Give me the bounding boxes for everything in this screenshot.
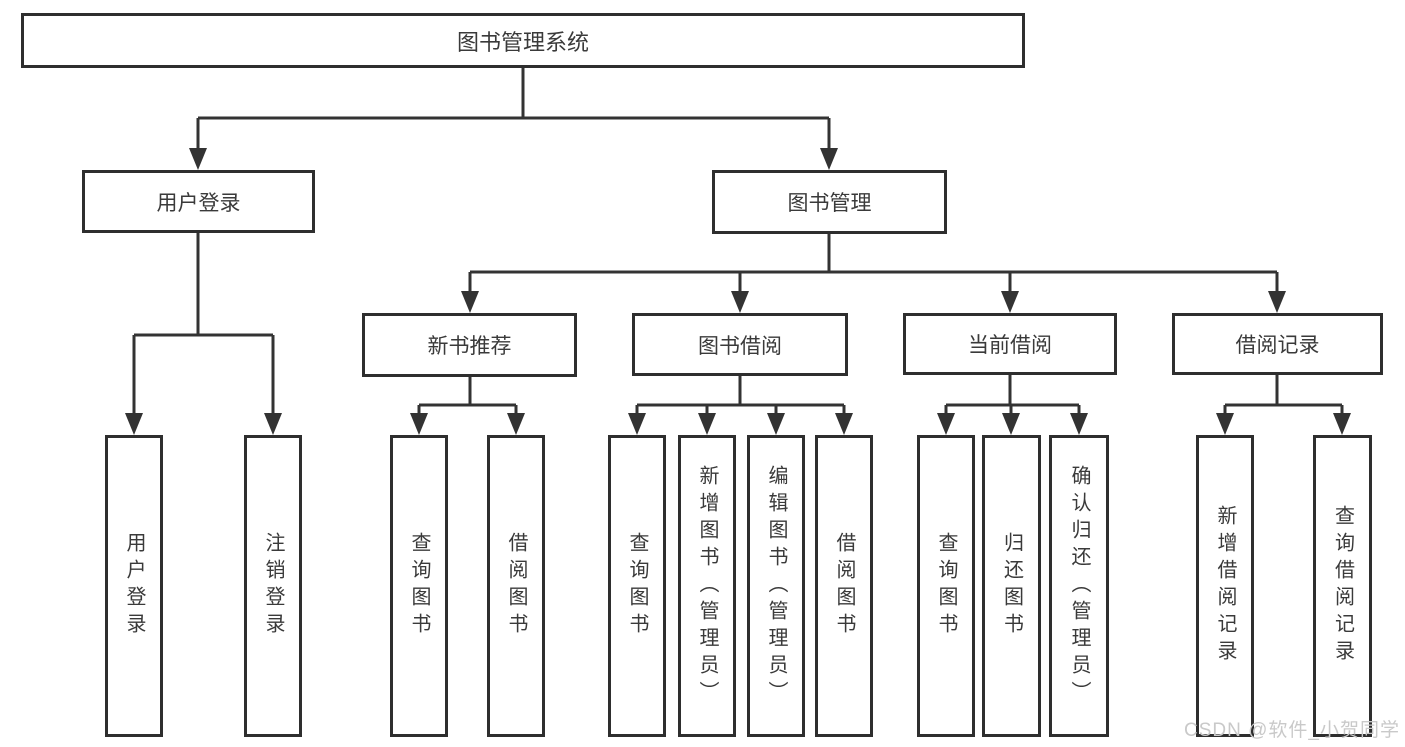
arrow-down-icon [731, 291, 749, 313]
node-query-books-recommend: 查询图书 [390, 435, 448, 737]
arrow-down-icon [1002, 413, 1020, 435]
node-return-books: 归还图书 [982, 435, 1041, 737]
node-new-book-recommend: 新书推荐 [362, 313, 577, 377]
node-return-books-label: 归还图书 [1000, 532, 1023, 640]
csdn-watermark: CSDN @软件_小贺同学 [1184, 720, 1400, 741]
connector-root-to-level2 [196, 68, 831, 150]
node-query-books-recommend-label: 查询图书 [408, 532, 430, 640]
node-root-system-label: 图书管理系统 [456, 29, 589, 55]
node-confirm-return-admin-label: 确认归还（管理员） [1068, 464, 1090, 708]
node-user-login-label: 用户登录 [156, 191, 241, 215]
node-user-login-action-label: 用户登录 [123, 532, 145, 640]
arrow-down-icon [264, 413, 282, 435]
node-borrow-books-recommend-label: 借阅图书 [505, 532, 527, 640]
node-query-borrow-record: 查询借阅记录 [1313, 435, 1372, 737]
node-book-borrowing-label: 图书借阅 [698, 334, 782, 358]
node-book-management-label: 图书管理 [787, 192, 872, 215]
arrow-down-icon [1070, 413, 1088, 435]
arrow-down-icon [461, 291, 479, 313]
node-borrowing-records: 借阅记录 [1172, 313, 1383, 375]
node-add-books-admin-label: 新增图书（管理员） [696, 464, 718, 708]
node-edit-books-admin: 编辑图书（管理员） [747, 435, 805, 737]
arrow-down-icon [835, 413, 853, 435]
arrow-down-icon [507, 413, 525, 435]
node-borrow-books-borrowing: 借阅图书 [815, 435, 873, 737]
node-logout: 注销登录 [244, 435, 302, 737]
node-confirm-return-admin: 确认归还（管理员） [1049, 435, 1109, 737]
node-borrow-books-recommend: 借阅图书 [487, 435, 545, 737]
arrow-down-icon [1216, 413, 1234, 435]
node-user-login: 用户登录 [82, 170, 315, 233]
node-query-books-borrowing: 查询图书 [608, 435, 666, 737]
node-borrow-books-borrowing-label: 借阅图书 [833, 532, 855, 640]
node-add-borrow-record: 新增借阅记录 [1196, 435, 1254, 737]
node-add-borrow-record-label: 新增借阅记录 [1214, 505, 1236, 667]
connector-recommend-children [417, 377, 518, 417]
node-root-system: 图书管理系统 [21, 13, 1025, 68]
arrow-down-icon [189, 148, 207, 170]
arrow-down-icon [1333, 413, 1351, 435]
node-current-borrowing: 当前借阅 [903, 313, 1117, 375]
node-borrowing-records-label: 借阅记录 [1235, 334, 1320, 357]
connector-book-management-children [468, 234, 1279, 293]
node-current-borrowing-label: 当前借阅 [968, 334, 1052, 357]
connector-user-login-children [132, 233, 275, 417]
connector-borrowing-children [635, 376, 846, 417]
node-edit-books-admin-label: 编辑图书（管理员） [765, 464, 787, 708]
arrow-down-icon [1268, 291, 1286, 313]
arrow-down-icon [410, 413, 428, 435]
arrow-down-icon [628, 413, 646, 435]
node-book-borrowing: 图书借阅 [632, 313, 848, 376]
connector-records-children [1223, 375, 1344, 417]
node-book-management: 图书管理 [712, 170, 947, 234]
node-query-books-borrowing-label: 查询图书 [626, 532, 648, 640]
node-add-books-admin: 新增图书（管理员） [678, 435, 736, 737]
arrow-down-icon [820, 148, 838, 170]
node-logout-label: 注销登录 [262, 532, 284, 640]
node-new-book-recommend-label: 新书推荐 [427, 335, 512, 358]
node-user-login-action: 用户登录 [105, 435, 163, 737]
arrow-down-icon [125, 413, 143, 435]
node-query-books-current: 查询图书 [917, 435, 975, 737]
node-query-borrow-record-label: 查询借阅记录 [1331, 505, 1354, 667]
arrow-down-icon [937, 413, 955, 435]
node-query-books-current-label: 查询图书 [935, 532, 957, 640]
arrow-down-icon [698, 413, 716, 435]
connector-current-children [944, 375, 1081, 417]
arrow-down-icon [767, 413, 785, 435]
arrow-down-icon [1001, 291, 1019, 313]
